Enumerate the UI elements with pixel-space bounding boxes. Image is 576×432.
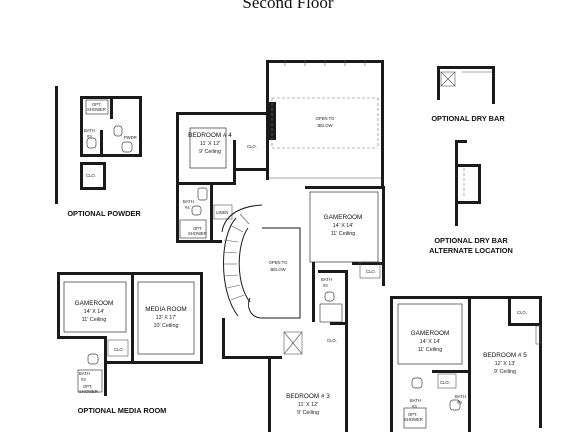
svg-text:GAMEROOM: GAMEROOM (324, 214, 363, 221)
svg-text:#5: #5 (457, 400, 462, 405)
media-gameroom-label: GAMEROOM 14' X 14' 11' Ceiling (75, 300, 114, 323)
gameroom-closet-label: CLO. (366, 269, 376, 274)
svg-text:SHOWER: SHOWER (87, 107, 106, 112)
bed5-bath3-label: BATH #3 (410, 398, 421, 409)
svg-text:OPT.: OPT. (193, 226, 202, 231)
svg-text:11' X 12': 11' X 12' (298, 402, 318, 408)
svg-text:12' X 13': 12' X 13' (495, 361, 516, 367)
powder-closet-label: CLO. (86, 173, 96, 178)
svg-text:BELOW: BELOW (270, 267, 285, 272)
svg-text:BEDROOM # 5: BEDROOM # 5 (483, 352, 527, 359)
svg-text:13' X 17': 13' X 17' (156, 315, 177, 321)
svg-text:#3: #3 (412, 404, 417, 409)
svg-text:#4: #4 (185, 205, 190, 210)
svg-text:SHOWER: SHOWER (188, 231, 207, 236)
open-to-below-top-label: OPEN TO BELOW (316, 116, 335, 128)
svg-text:9' Ceiling: 9' Ceiling (199, 149, 221, 155)
svg-text:9' Ceiling: 9' Ceiling (494, 369, 516, 375)
svg-text:14' X 14': 14' X 14' (420, 339, 441, 345)
svg-text:14' X 14': 14' X 14' (333, 223, 354, 229)
optional-powder-plan (55, 86, 142, 204)
dry-bar-alternate-plan (455, 140, 481, 226)
bath-4b-label: BATH #4 (321, 277, 332, 288)
svg-text:MEDIA ROOM: MEDIA ROOM (145, 306, 187, 313)
svg-text:11' Ceiling: 11' Ceiling (331, 231, 356, 237)
optional-media-room-plan (57, 272, 203, 396)
media-room-label: MEDIA ROOM 13' X 17' 10' Ceiling (145, 306, 187, 329)
media-closet-label: CLO. (114, 347, 124, 352)
svg-text:SHOWER: SHOWER (79, 389, 98, 394)
svg-text:OPT.: OPT. (92, 102, 101, 107)
svg-text:14' X 14': 14' X 14' (84, 309, 105, 315)
svg-text:SHOWER: SHOWER (404, 417, 423, 422)
svg-text:OPT.: OPT. (83, 384, 92, 389)
bedroom-4-closet-label: CLO. (247, 144, 257, 149)
powder-shower-label: OPT. SHOWER (87, 102, 106, 112)
bed5-shower-label: OPT. SHOWER (404, 412, 423, 422)
bedroom-4-label: BEDROOM # 4 11' X 12' 9' Ceiling (188, 132, 232, 155)
bed5-closet-label: CLO. (440, 380, 450, 385)
svg-text:BATH: BATH (410, 398, 421, 403)
svg-text:11' Ceiling: 11' Ceiling (82, 317, 107, 323)
svg-text:BATH: BATH (84, 128, 95, 133)
bedroom-3-label: BEDROOM # 3 11' X 12' 9' Ceiling (286, 393, 330, 416)
bath-4-shower-label: OPT. SHOWER (188, 226, 207, 236)
bath-closet-label: CLO. (327, 338, 337, 343)
bed5-closet-small-label: CLO. (517, 310, 527, 315)
svg-text:11' X 12': 11' X 12' (200, 141, 220, 147)
media-bath-label: BATH #3 (79, 371, 90, 382)
svg-text:#3: #3 (81, 377, 86, 382)
svg-text:BATH: BATH (455, 394, 466, 399)
main-floor-plan (176, 60, 385, 432)
linen-label: LINEN (216, 210, 228, 215)
svg-text:BATH: BATH (79, 371, 90, 376)
svg-text:#3: #3 (87, 134, 92, 139)
dry-bar-alt-caption-1: OPTIONAL DRY BAR (434, 236, 508, 245)
svg-text:#4: #4 (323, 283, 328, 288)
optional-bedroom-5-plan (390, 296, 542, 432)
optional-powder-caption: OPTIONAL POWDER (67, 209, 141, 218)
optional-dry-bar-plan (437, 66, 495, 104)
svg-text:BATH: BATH (183, 199, 194, 204)
dry-bar-caption: OPTIONAL DRY BAR (431, 114, 505, 123)
svg-text:BATH: BATH (321, 277, 332, 282)
svg-text:OPEN TO: OPEN TO (316, 116, 335, 121)
bath-4-label: BATH #4 (183, 199, 194, 210)
svg-text:BELOW: BELOW (317, 123, 332, 128)
svg-text:BEDROOM # 3: BEDROOM # 3 (286, 393, 330, 400)
svg-text:10' Ceiling: 10' Ceiling (153, 323, 178, 329)
svg-text:GAMEROOM: GAMEROOM (411, 330, 450, 337)
powder-bath-label: BATH #3 (84, 128, 95, 139)
gameroom-main-label: GAMEROOM 14' X 14' 11' Ceiling (324, 214, 363, 237)
media-shower-label: OPT. SHOWER (79, 384, 98, 394)
bedroom-5-label: BEDROOM # 5 12' X 13' 9' Ceiling (483, 352, 527, 375)
open-to-below-mid-label: OPEN TO BELOW (269, 260, 288, 272)
dry-bar-alt-caption-2: ALTERNATE LOCATION (429, 246, 513, 255)
bed5-bath5-label: BATH #5 (455, 394, 466, 405)
svg-text:9' Ceiling: 9' Ceiling (297, 410, 319, 416)
svg-text:OPT.: OPT. (408, 412, 417, 417)
svg-text:BEDROOM # 4: BEDROOM # 4 (188, 132, 232, 139)
floor-title: Second Floor (242, 0, 333, 12)
svg-text:GAMEROOM: GAMEROOM (75, 300, 114, 307)
svg-text:OPEN TO: OPEN TO (269, 260, 288, 265)
optional-media-room-caption: OPTIONAL MEDIA ROOM (78, 406, 167, 415)
svg-text:11' Ceiling: 11' Ceiling (418, 347, 443, 353)
pwdr-label: PWDR (124, 135, 137, 140)
bed5-gameroom-label: GAMEROOM 14' X 14' 11' Ceiling (411, 330, 450, 353)
